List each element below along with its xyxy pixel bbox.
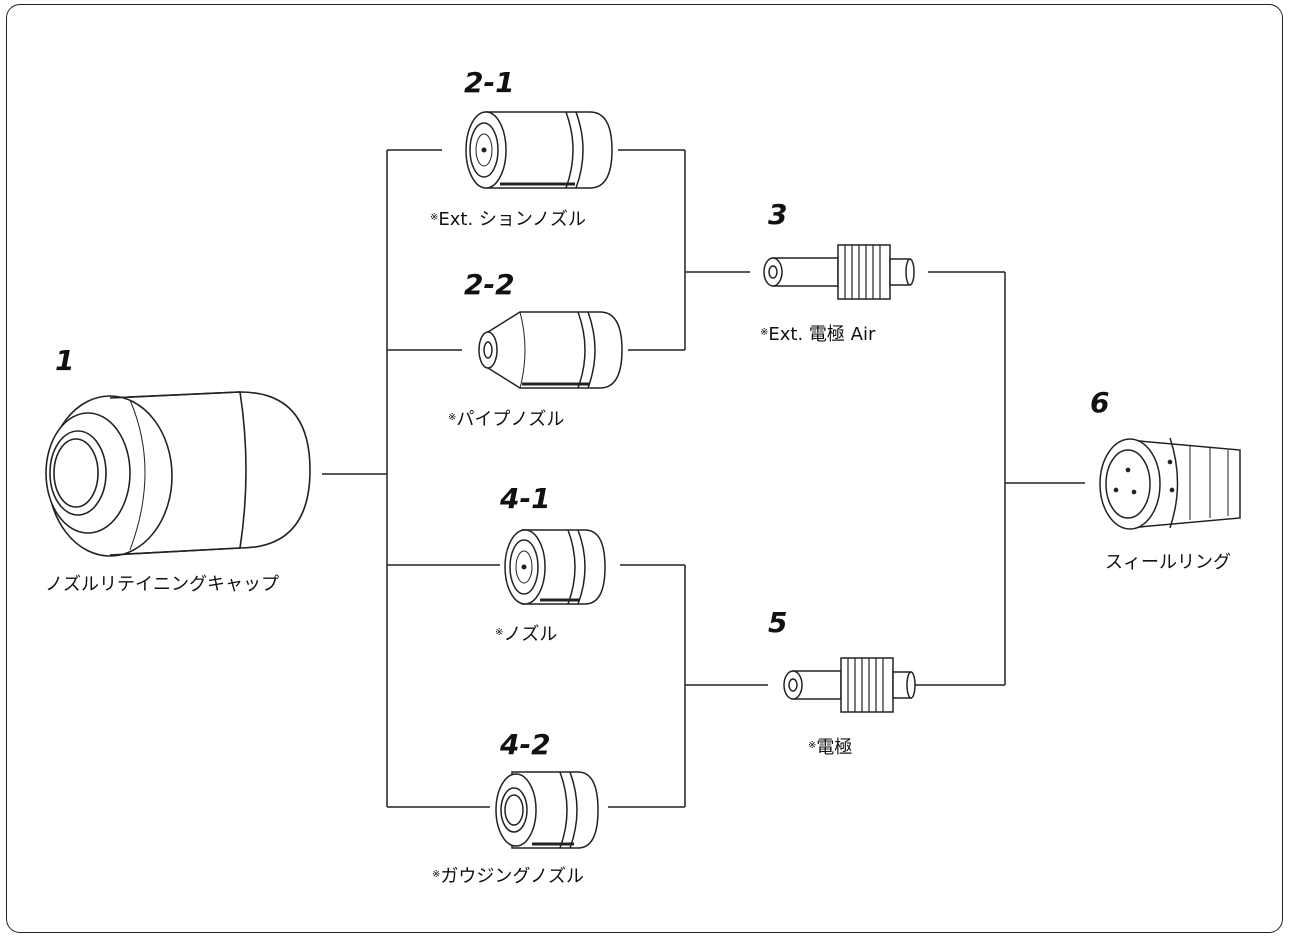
asterisk-mark: ※ bbox=[448, 412, 457, 423]
extension-nozzle-icon bbox=[465, 111, 613, 189]
retaining-cap-icon bbox=[45, 391, 311, 557]
part-number-5: 5 bbox=[768, 606, 788, 639]
connector-lines bbox=[322, 149, 1085, 808]
part-number-4-1: 4-1 bbox=[500, 482, 551, 515]
asterisk-mark: ※ bbox=[760, 327, 769, 338]
part-number-3: 3 bbox=[768, 198, 788, 231]
asterisk-mark: ※ bbox=[808, 740, 817, 751]
part-label-4-1: ※ノズル bbox=[495, 624, 558, 645]
asterisk-mark: ※ bbox=[430, 212, 439, 223]
asterisk-mark: ※ bbox=[432, 869, 441, 880]
gouging-nozzle-icon bbox=[495, 771, 599, 849]
asterisk-mark: ※ bbox=[495, 627, 504, 638]
part-label-4-2: ※ガウジングノズル bbox=[432, 866, 585, 887]
part-label-2-2: ※パイプノズル bbox=[448, 409, 565, 430]
part-label-6: スィールリング bbox=[1105, 552, 1231, 573]
electrode-icon bbox=[783, 657, 916, 713]
part-number-4-2: 4-2 bbox=[500, 728, 551, 761]
extended-electrode-icon bbox=[763, 244, 915, 300]
part-number-2-1: 2-1 bbox=[464, 66, 515, 99]
nozzle-icon bbox=[504, 529, 606, 605]
part-label-5: ※電極 bbox=[808, 737, 853, 758]
diagram-frame bbox=[6, 4, 1283, 933]
part-number-6: 6 bbox=[1090, 386, 1110, 419]
part-label-3: ※Ext. 電極 Air bbox=[760, 324, 876, 345]
part-label-2-1: ※Ext. ションノズル bbox=[430, 209, 587, 230]
part-number-1: 1 bbox=[55, 344, 75, 377]
pipe-nozzle-icon bbox=[478, 311, 623, 389]
part-label-1: ノズルリテイニングキャップ bbox=[45, 574, 279, 595]
part-number-2-2: 2-2 bbox=[464, 268, 515, 301]
seal-ring-icon bbox=[1099, 437, 1241, 530]
